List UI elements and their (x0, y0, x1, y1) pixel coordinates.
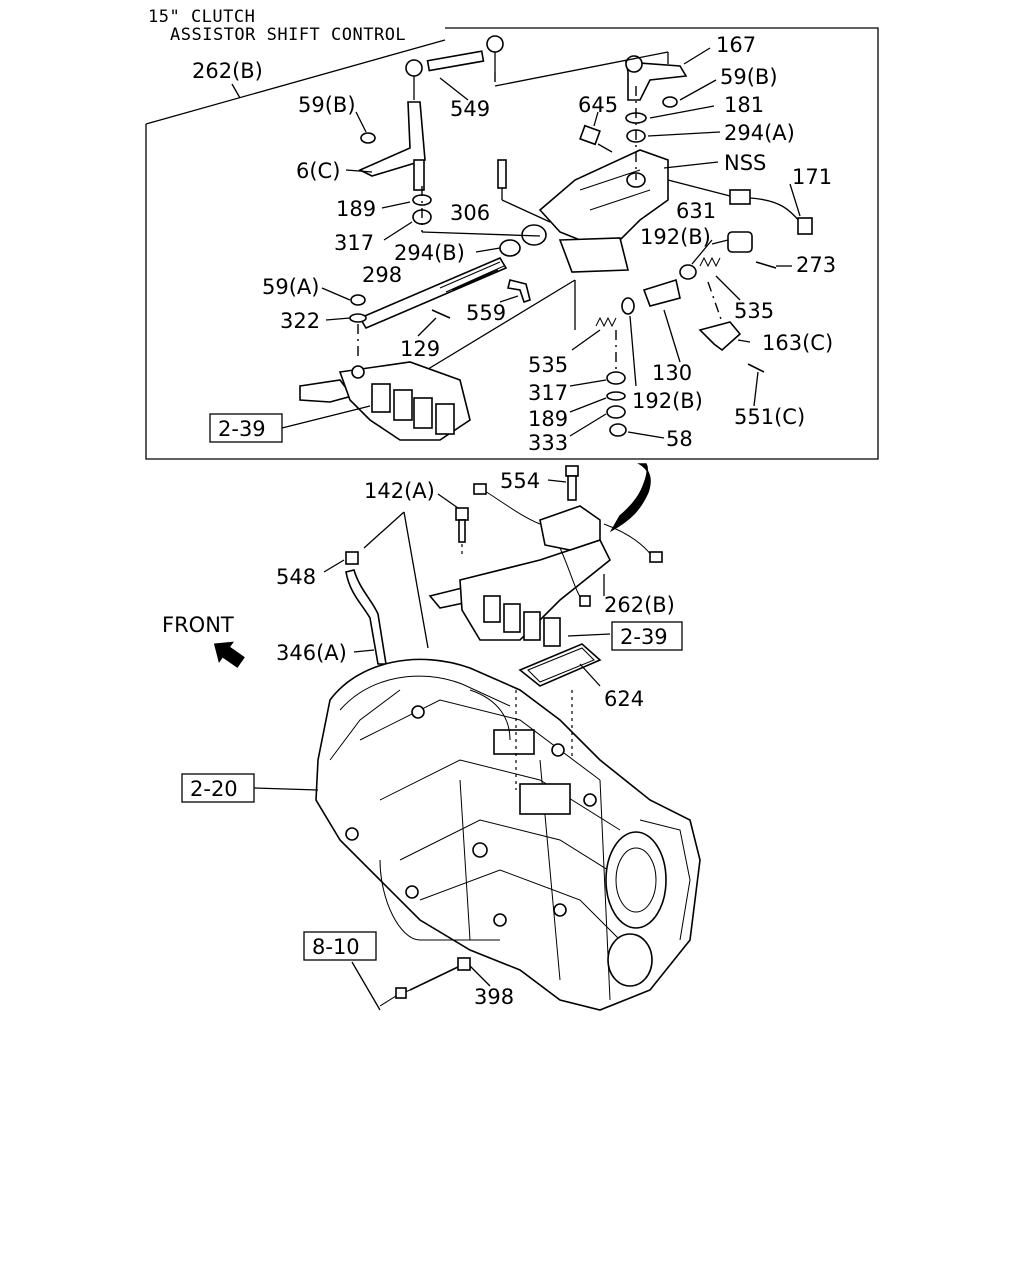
nut-59b-right (662, 96, 678, 108)
assistor-assembly-mid (428, 483, 663, 647)
nut-59b-left (360, 132, 376, 144)
assistor-assembly-top (299, 361, 471, 441)
nut-59a (350, 294, 366, 306)
callout-535-left: 535 (528, 353, 568, 377)
sensor-171 (667, 179, 813, 235)
sleeve-130 (642, 278, 681, 307)
callout-535-right: 535 (734, 299, 774, 323)
callout-nss: NSS (724, 151, 766, 175)
ref-2-39-mid: 2-39 (620, 625, 668, 649)
callout-163c: 163(C) (762, 331, 833, 355)
diagram-title-line1: 15" CLUTCH (148, 7, 255, 27)
lever-167 (625, 55, 688, 101)
callout-294b: 294(B) (394, 241, 465, 265)
callout-322: 322 (280, 309, 320, 333)
leaders-detail (281, 47, 801, 439)
callout-129: 129 (400, 337, 440, 361)
callout-317-top: 317 (334, 231, 374, 255)
washer-192b-bot (621, 297, 635, 315)
lever-6c (358, 101, 426, 191)
callout-346a: 346(A) (276, 641, 347, 665)
washer-192b-top (679, 264, 697, 280)
callout-317-bot: 317 (528, 381, 568, 405)
shift-housing (521, 149, 669, 273)
ref-box-8-10 (303, 931, 377, 961)
part-631 (727, 231, 753, 253)
callout-262b-mid: 262(B) (604, 593, 675, 617)
callout-551c: 551(C) (734, 405, 805, 429)
switch-645 (579, 124, 613, 153)
nut-58 (609, 423, 627, 437)
callout-306: 306 (450, 201, 490, 225)
oring-189-bot (606, 391, 626, 401)
seal-317-bot (606, 371, 626, 385)
callout-548: 548 (276, 565, 316, 589)
bolt-142a-head (455, 507, 469, 521)
lever-163c (698, 321, 742, 352)
callout-192b-bot: 192(B) (632, 389, 703, 413)
front-label: FRONT (162, 613, 234, 637)
callout-59b-right: 59(B) (720, 65, 778, 89)
diagram-title-line2: ASSISTOR SHIFT CONTROL (170, 25, 406, 45)
callout-181: 181 (724, 93, 764, 117)
pipe-559 (507, 279, 531, 304)
ref-box-2-39-mid (611, 621, 683, 651)
callout-262b-top: 262(B) (192, 59, 263, 83)
callout-59a: 59(A) (262, 275, 319, 299)
callout-192b-top: 192(B) (640, 225, 711, 249)
nipple-548 (345, 551, 359, 565)
hose-346a (345, 569, 387, 665)
spring-535-left (595, 316, 617, 328)
callout-58: 58 (666, 427, 693, 451)
callout-273: 273 (796, 253, 836, 277)
callout-298: 298 (362, 263, 402, 287)
callout-142a: 142(A) (364, 479, 435, 503)
pin-551c (747, 363, 765, 373)
shift-shaft-298 (358, 256, 508, 330)
ref-2-20: 2-20 (190, 777, 238, 801)
callout-631: 631 (676, 199, 716, 223)
ref-8-10: 8-10 (312, 935, 360, 959)
ref-2-39-top: 2-39 (218, 417, 266, 441)
callout-167: 167 (716, 33, 756, 57)
transmission-case (315, 658, 701, 1011)
tie-rod-549 (405, 35, 504, 100)
washer-322 (349, 313, 367, 323)
callout-559: 559 (466, 301, 506, 325)
oring-189-top (412, 194, 432, 206)
callout-189-bot: 189 (528, 407, 568, 431)
bolt-306 (497, 159, 507, 189)
callout-549: 549 (450, 97, 490, 121)
callout-171: 171 (792, 165, 832, 189)
spring-535-right (699, 256, 721, 268)
bolt-142a (458, 519, 466, 543)
callout-294a: 294(A) (724, 121, 795, 145)
callout-398: 398 (474, 985, 514, 1009)
bolt-554-head (565, 465, 579, 477)
callout-554: 554 (500, 469, 540, 493)
front-arrow-icon (213, 641, 245, 668)
washer-333 (606, 405, 626, 419)
curved-arrow (609, 463, 651, 533)
callout-130: 130 (652, 361, 692, 385)
bolt-554 (567, 475, 577, 501)
detail-box-frame (145, 27, 879, 460)
ref-box-2-39-top (209, 413, 283, 443)
pin-273 (755, 261, 777, 269)
pin-129 (431, 309, 451, 319)
callout-624: 624 (604, 687, 644, 711)
callout-6c: 6(C) (296, 159, 340, 183)
callout-645: 645 (578, 93, 618, 117)
callout-59b-left: 59(B) (298, 93, 356, 117)
gasket-624 (518, 643, 602, 687)
callout-333: 333 (528, 431, 568, 455)
callout-189-top: 189 (336, 197, 376, 221)
seal-294b (499, 239, 521, 257)
sensor-398 (379, 957, 471, 1007)
